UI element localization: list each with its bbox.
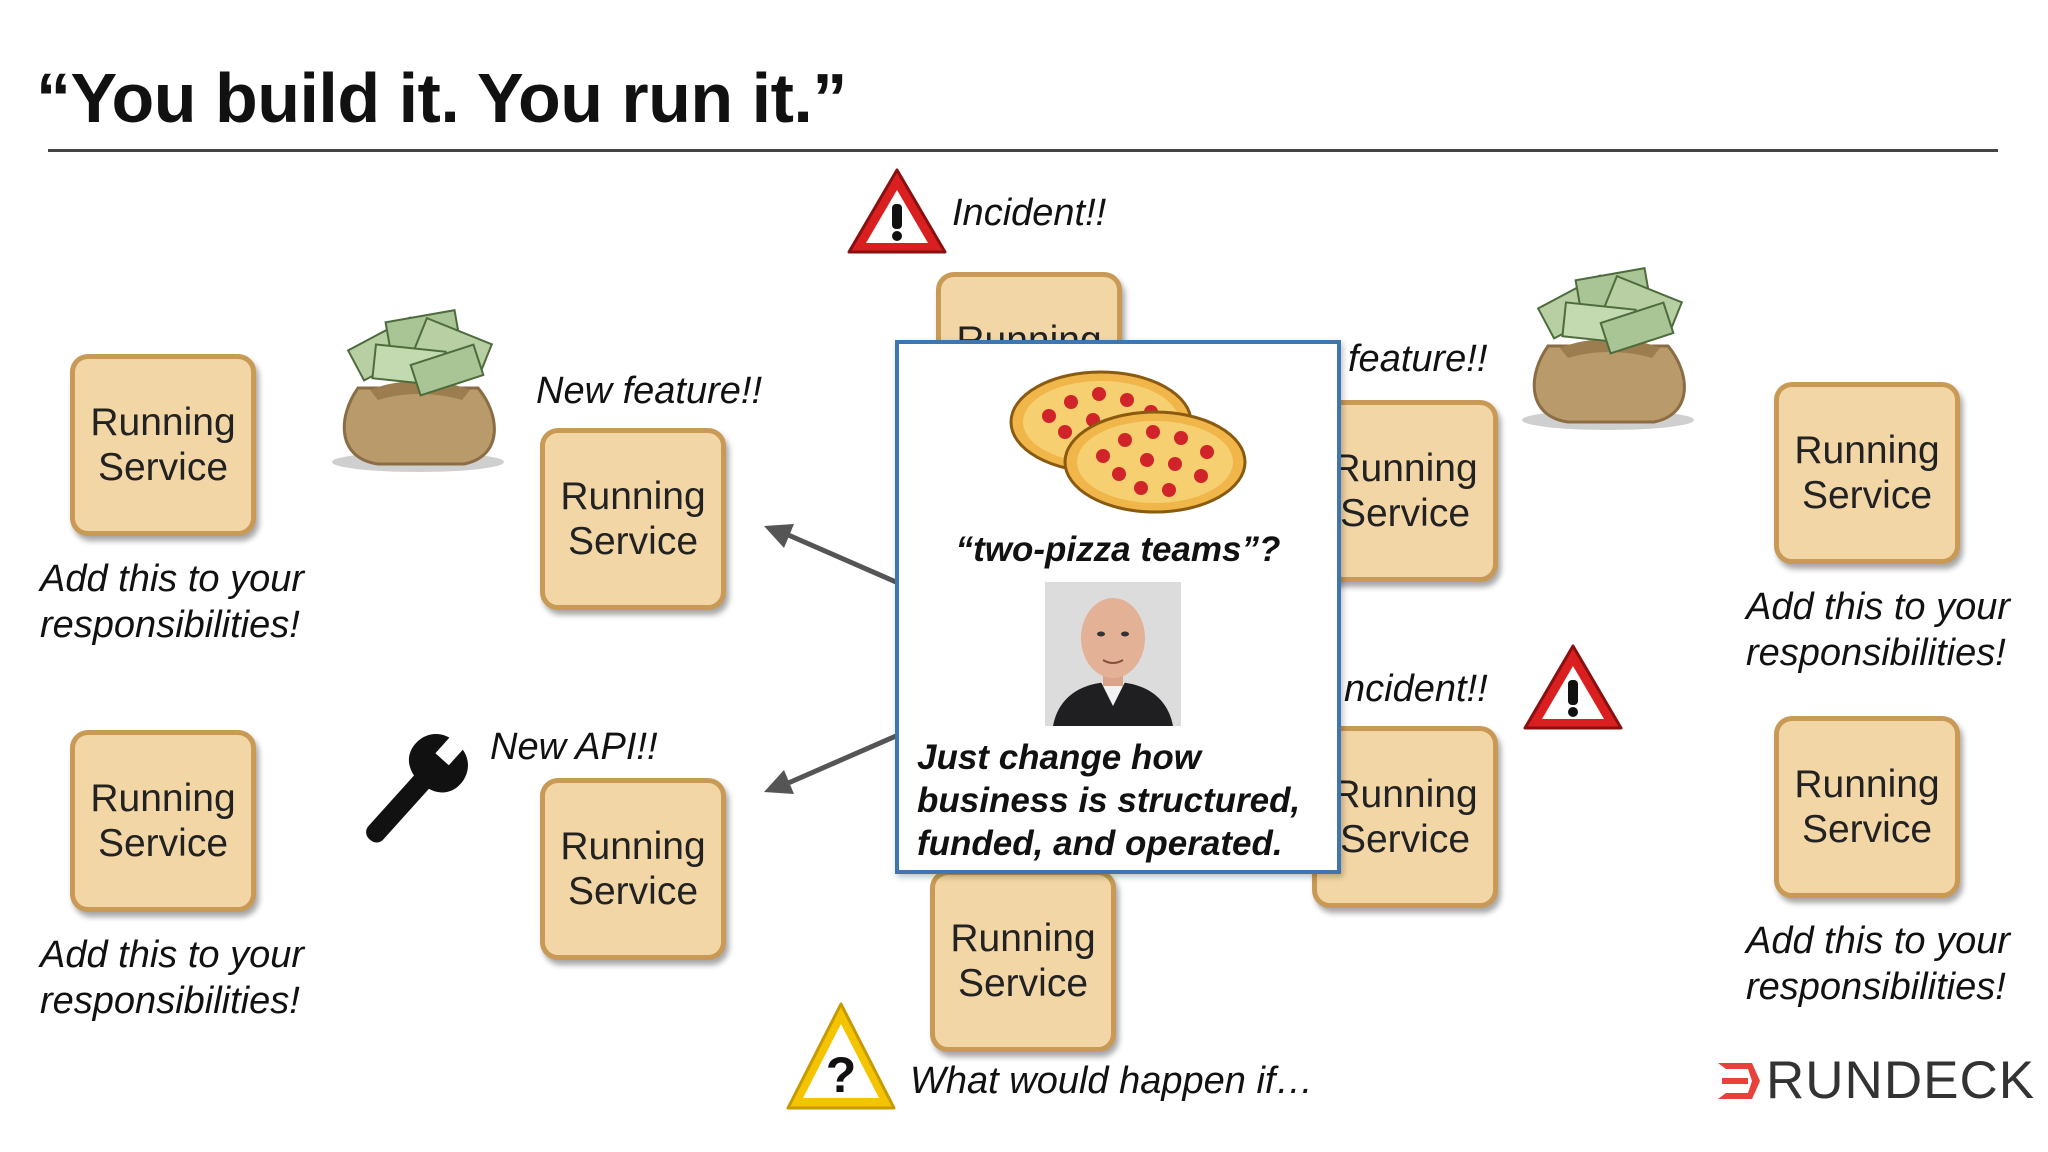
pizza-icon — [1009, 370, 1247, 514]
money-bag-icon-left — [332, 309, 504, 472]
incident-label-top: Incident!! — [952, 192, 1107, 234]
money-bag-icon-right — [1522, 267, 1694, 430]
new-api-label: New API!! — [490, 726, 658, 768]
incident-label-right: ncident!! — [1344, 668, 1488, 710]
executive-portrait — [1045, 582, 1181, 726]
warning-icon-incident-right — [1523, 644, 1623, 730]
warning-icon-incident-top — [847, 168, 947, 254]
callout-question: “two-pizza teams”? — [955, 530, 1281, 569]
arrow-to-new-api — [764, 733, 897, 794]
what-if-label: What would happen if… — [910, 1060, 1314, 1102]
brand-name: RUNDECK — [1766, 1051, 2036, 1110]
wrench-icon — [366, 730, 469, 843]
arrow-to-new-feature — [764, 524, 897, 585]
brand-logo: RUNDECK — [1716, 1050, 2035, 1111]
new-feature-label: New feature!! — [536, 370, 762, 412]
two-pizza-callout: “two-pizza teams”? Just change how busin… — [895, 340, 1341, 874]
callout-body: Just change how business is structured, … — [917, 738, 1301, 863]
rundeck-logo-icon — [1718, 1062, 1760, 1099]
question-warning-icon: ? — [786, 1002, 896, 1110]
svg-text:?: ? — [826, 1047, 857, 1103]
slide-title: “You build it. You run it.” — [36, 59, 847, 137]
feature-label-right: feature!! — [1348, 338, 1488, 380]
title-divider — [48, 149, 1998, 152]
